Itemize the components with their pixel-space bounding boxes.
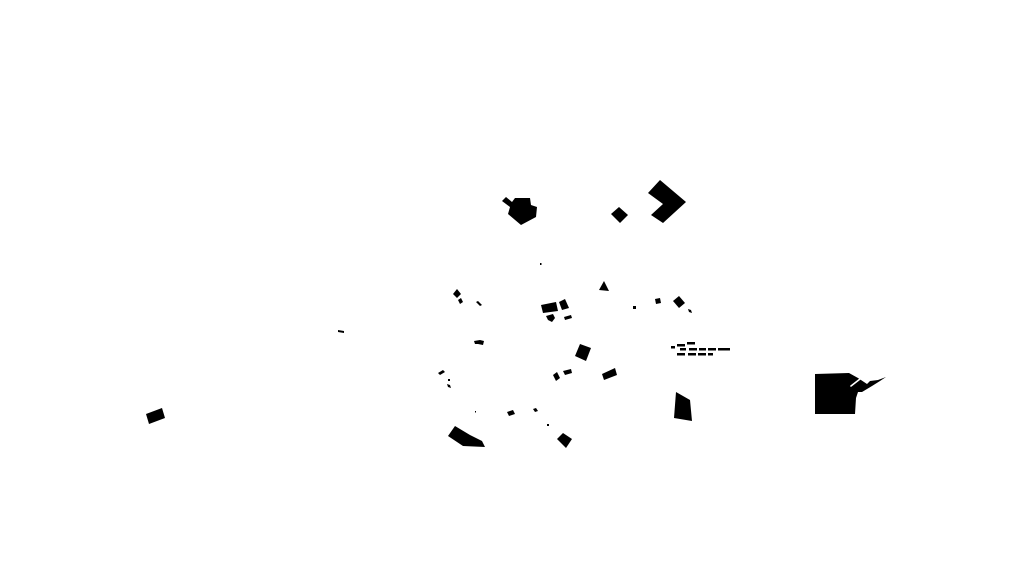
building-footprint — [438, 370, 445, 375]
building-footprint — [648, 180, 686, 223]
building-footprint — [815, 373, 886, 414]
building-footprint — [599, 281, 609, 291]
building-footprint — [688, 353, 696, 356]
building-footprint — [559, 299, 569, 310]
building-footprint — [146, 408, 165, 424]
building-footprint — [453, 289, 461, 298]
building-footprint — [338, 330, 344, 333]
building-footprint — [708, 353, 713, 356]
building-footprint — [448, 426, 485, 447]
building-footprint — [474, 340, 484, 345]
building-footprint — [708, 348, 716, 351]
building-footprint — [611, 207, 628, 223]
building-footprint — [602, 368, 617, 380]
building-footprint — [507, 410, 515, 416]
building-footprint — [458, 298, 463, 304]
building-footprint — [546, 314, 555, 322]
building-footprint — [673, 296, 685, 308]
building-footprint — [540, 263, 542, 265]
building-edge-line — [850, 378, 861, 387]
edge-layer — [850, 378, 861, 387]
building-footprint — [687, 342, 695, 345]
building-footprint — [547, 424, 549, 426]
footprint-layer — [146, 180, 886, 448]
building-footprint — [563, 369, 572, 375]
building-footprint — [655, 298, 661, 304]
building-footprint — [502, 197, 537, 225]
building-footprint — [557, 433, 572, 448]
building-footprint — [448, 379, 450, 381]
building-footprint — [475, 411, 476, 413]
building-footprint — [677, 344, 685, 347]
building-footprint — [553, 372, 560, 381]
building-footprint — [564, 315, 572, 320]
building-footprint — [680, 348, 686, 351]
building-footprint — [541, 302, 558, 313]
building-footprint — [671, 346, 675, 349]
building-footprint — [476, 301, 482, 306]
building-footprint — [677, 353, 685, 356]
building-footprint — [699, 348, 706, 351]
building-footprint — [533, 408, 538, 412]
building-footprint — [689, 348, 697, 351]
building-footprint — [718, 348, 730, 351]
building-footprint — [447, 384, 451, 388]
building-footprint — [575, 344, 591, 361]
building-footprint — [698, 353, 706, 356]
building-footprint — [674, 392, 692, 421]
building-footprint — [688, 309, 692, 313]
building-footprint — [633, 306, 636, 309]
